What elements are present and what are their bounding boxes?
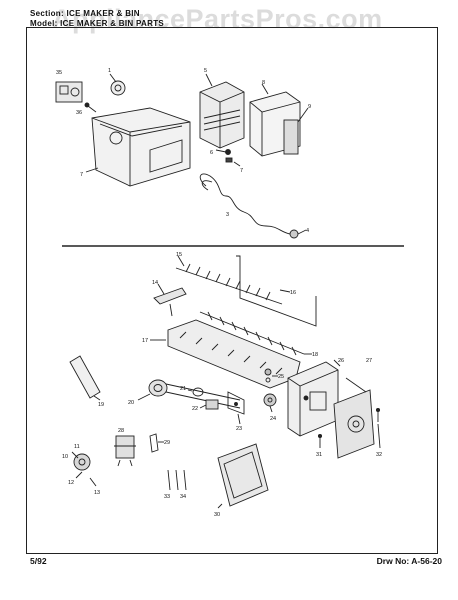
part-5-chute — [199, 73, 245, 149]
callout-7: 7 — [80, 172, 83, 178]
footer-date: 5/92 — [30, 556, 47, 566]
part-33-34-screws — [167, 469, 187, 491]
model-title: Model: ICE MAKER & BIN PARTS — [30, 19, 165, 28]
part-20-heater — [137, 379, 241, 409]
part-31-screw — [317, 433, 323, 448]
part-23-bracket — [227, 391, 245, 425]
part-16-stripper — [236, 255, 317, 327]
watermark-text: AppliancePartsPros.com — [52, 4, 383, 34]
part-24-gear — [263, 393, 277, 413]
callout-31: 31 — [316, 452, 322, 458]
callout-4: 4 — [306, 228, 309, 234]
callout-33: 33 — [164, 494, 170, 500]
part-9-gasket — [283, 107, 309, 155]
callout-1: 1 — [108, 68, 111, 74]
part-12-clip — [75, 471, 97, 487]
part-26-housing — [287, 359, 341, 437]
callout-12: 12 — [68, 480, 74, 486]
callout-19: 19 — [98, 402, 104, 408]
part-19-shaft — [69, 355, 101, 401]
callout-34: 34 — [180, 494, 186, 500]
part-1-coupling — [109, 73, 126, 96]
callout-11: 11 — [74, 444, 80, 450]
part-30-cover — [217, 443, 269, 509]
callout-10: 10 — [62, 454, 68, 460]
callout-labels: 35 1 36 7 5 8 9 6 7 3 4 15 14 16 17 18 1… — [56, 68, 382, 518]
part-7-clip — [225, 157, 241, 167]
part-22-switch — [199, 399, 219, 410]
callout-35: 35 — [56, 70, 62, 76]
part-29-fitting — [149, 433, 164, 453]
callout-16: 16 — [290, 290, 296, 296]
callout-22: 22 — [192, 406, 198, 412]
part-36-screw — [84, 102, 97, 113]
callout-36: 36 — [76, 110, 82, 116]
callout-28: 28 — [118, 428, 124, 434]
part-18-rake — [199, 311, 312, 356]
part-21-spring — [187, 387, 204, 397]
callout-8: 8 — [262, 80, 265, 86]
callout-21: 21 — [180, 386, 186, 392]
callout-7b: 7 — [240, 168, 243, 174]
part-14-lever — [153, 283, 187, 317]
callout-32: 32 — [376, 452, 382, 458]
part-27-cover — [333, 377, 375, 459]
part-6-screw — [215, 149, 231, 155]
part-28-valve — [114, 435, 136, 467]
callout-17: 17 — [142, 338, 148, 344]
part-3-wire-harness — [199, 173, 307, 239]
callout-26: 26 — [338, 358, 344, 364]
callout-18: 18 — [312, 352, 318, 358]
diagram-frame — [26, 27, 438, 554]
callout-30: 30 — [214, 512, 220, 518]
section-title: Section: ICE MAKER & BIN — [30, 9, 140, 18]
callout-5: 5 — [204, 68, 207, 74]
callout-9: 9 — [308, 104, 311, 110]
callout-29: 29 — [164, 440, 170, 446]
part-25-cam — [264, 368, 278, 383]
callout-25: 25 — [278, 374, 284, 380]
callout-6: 6 — [210, 150, 213, 156]
callout-14: 14 — [152, 280, 158, 286]
callout-20: 20 — [128, 400, 134, 406]
callout-3: 3 — [226, 212, 229, 218]
callout-27: 27 — [366, 358, 372, 364]
part-7-ice-bin — [85, 107, 191, 187]
callout-24: 24 — [270, 416, 276, 422]
part-32-screw — [375, 407, 381, 449]
footer-drawing-number: Drw No: A-56-20 — [376, 556, 442, 566]
part-10-thermostat — [71, 451, 91, 471]
part-35-drive-unit — [55, 81, 83, 103]
callout-23: 23 — [236, 426, 242, 432]
callout-13: 13 — [94, 490, 100, 496]
callout-15: 15 — [176, 252, 182, 258]
part-15-ejector — [175, 255, 283, 305]
